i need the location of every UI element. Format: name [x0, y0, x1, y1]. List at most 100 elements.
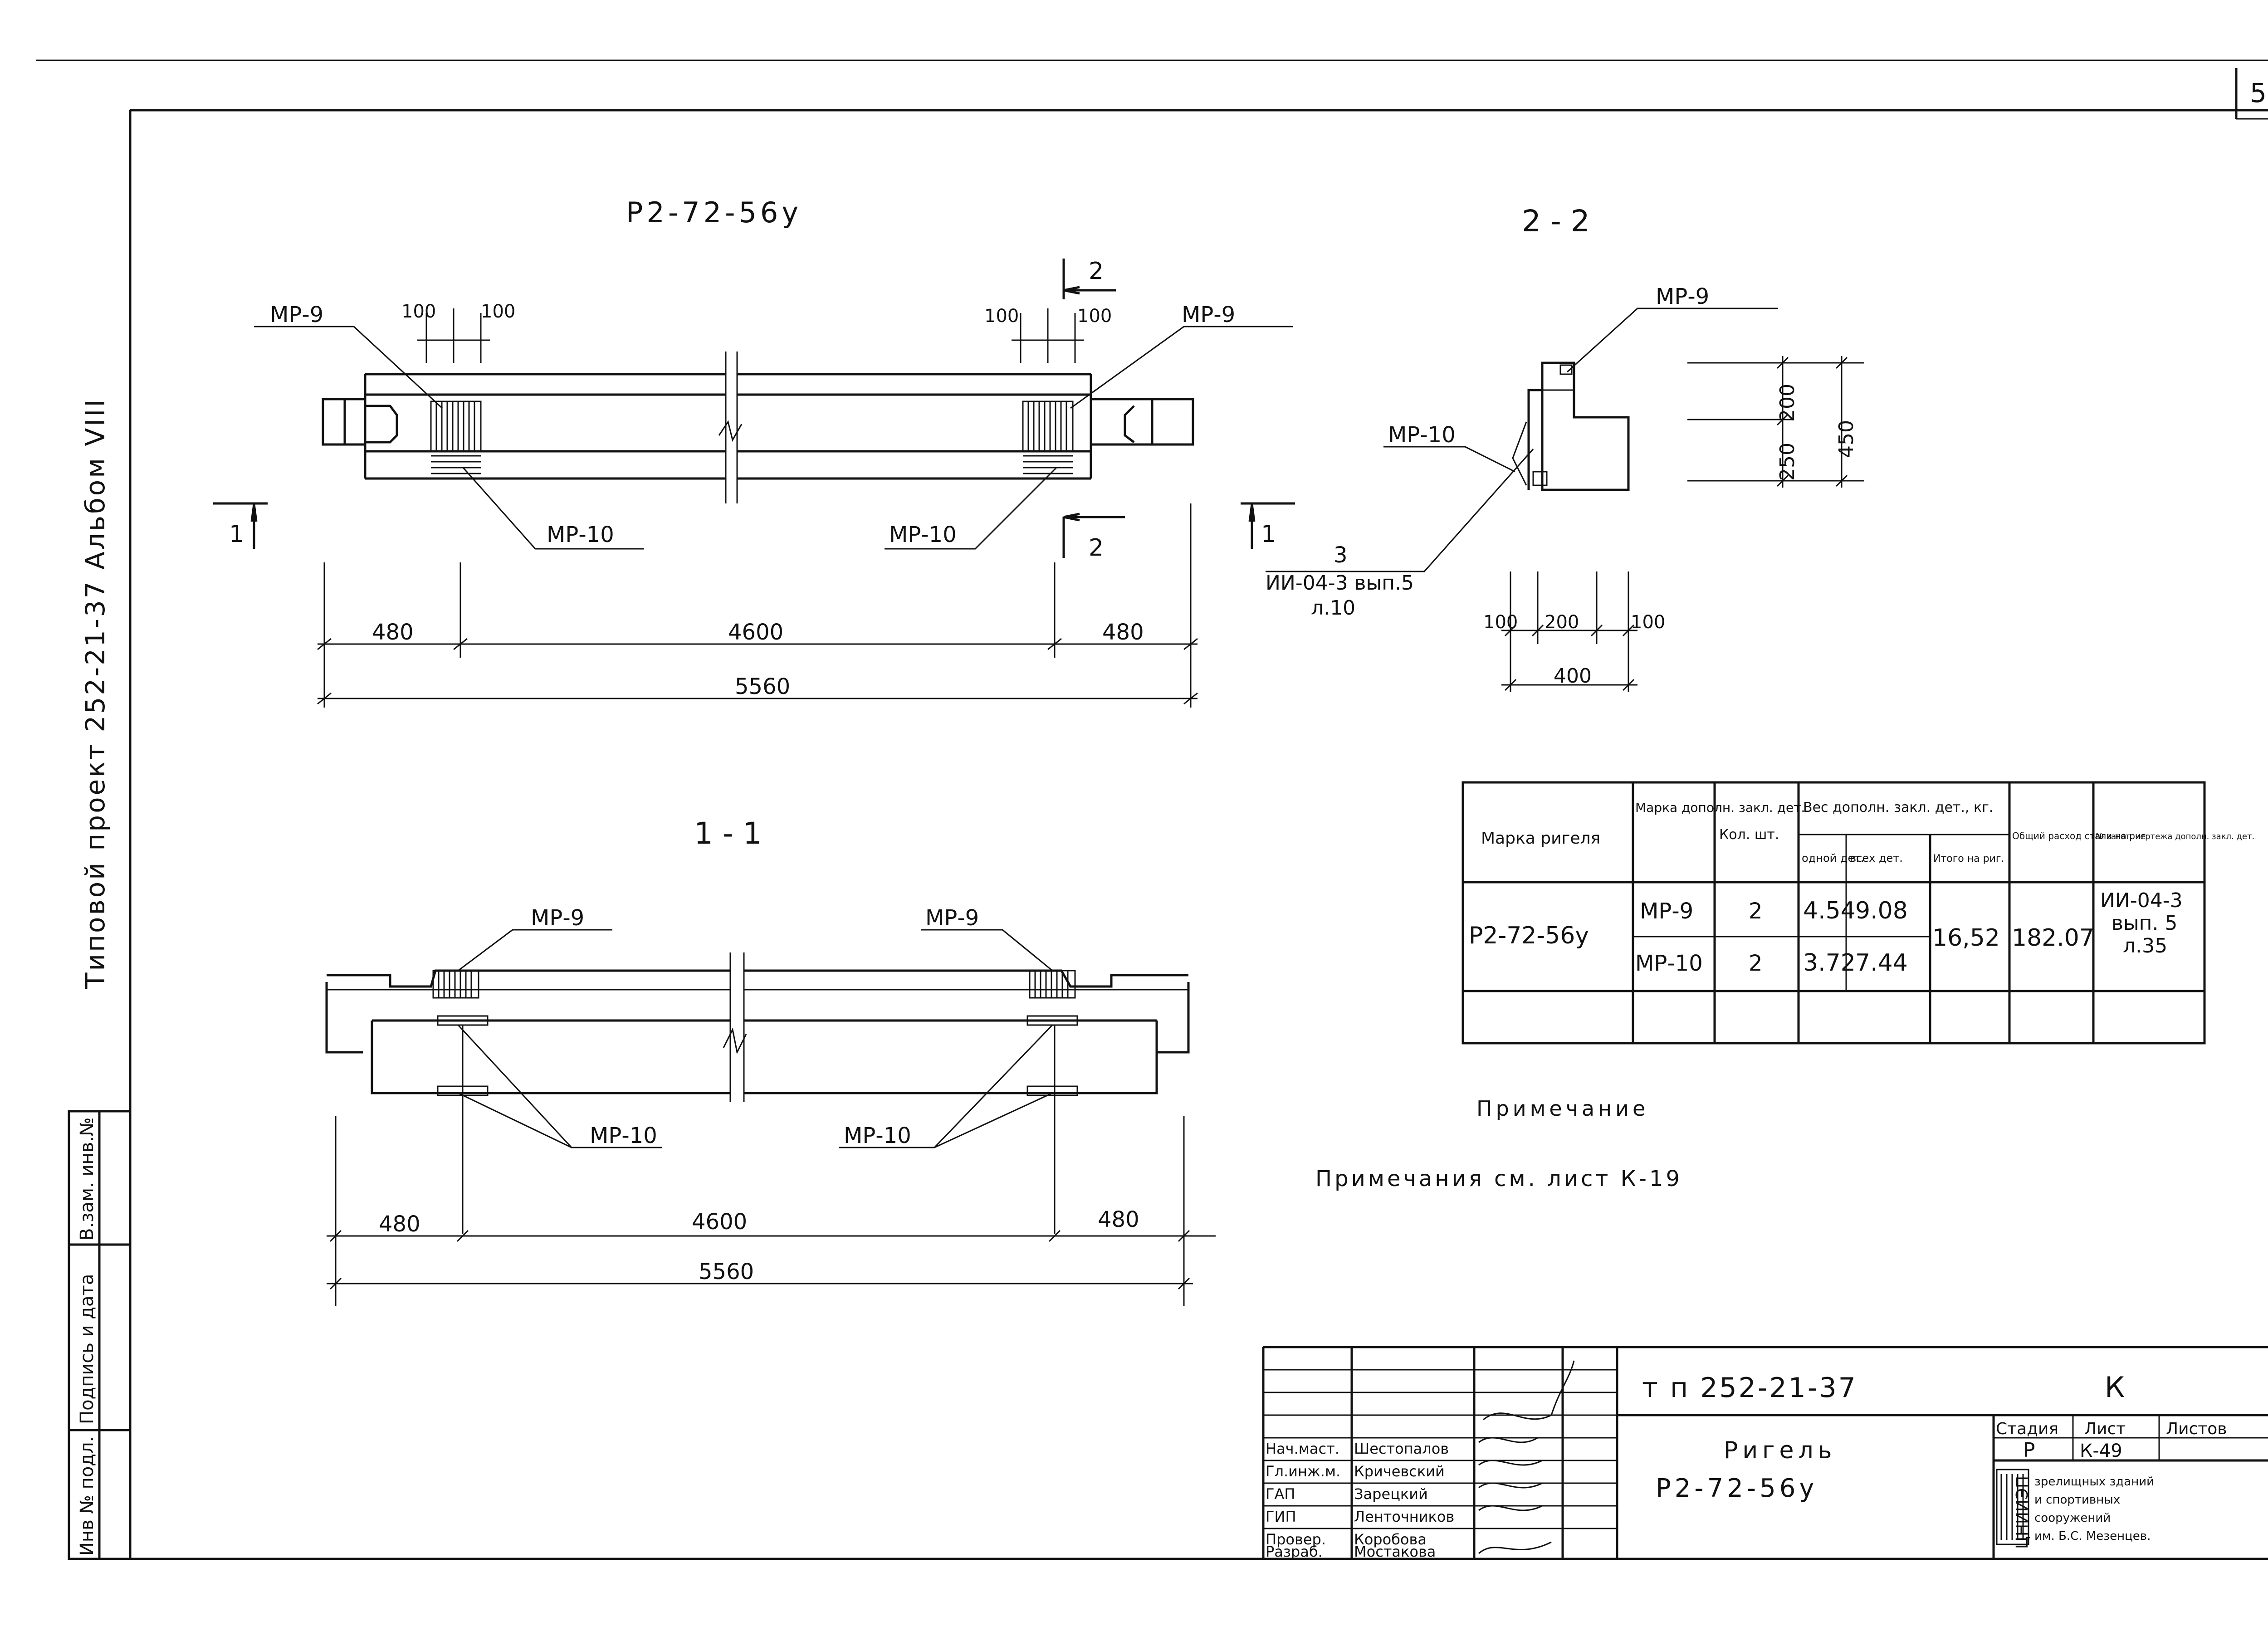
role-1: Нач.маст. — [1266, 1440, 1339, 1457]
plan-title: Р2-72-56у — [626, 196, 802, 229]
spec-h-itogo: Итого на риг. — [1933, 853, 2004, 864]
spec-itogo: 16,52 — [1932, 924, 2000, 952]
spec-h-marka-rigelya: Марка ригеля — [1481, 829, 1600, 848]
plan-mark-mr10-right: МР-10 — [889, 522, 957, 547]
role-5: Провер. — [1266, 1531, 1326, 1548]
plan-dim-100-a: 100 — [401, 301, 436, 322]
plan-dim-100-c: 100 — [984, 306, 1019, 327]
role-6: Разраб. — [1266, 1543, 1323, 1560]
title-object-mark: Р2-72-56у — [1656, 1474, 1818, 1503]
spec-qty-2: 2 — [1749, 951, 1763, 976]
spec-mark-1: МР-9 — [1640, 899, 1693, 924]
section-2-2-title: 2 - 2 — [1522, 204, 1590, 239]
section-1-1-title: 1 - 1 — [694, 816, 762, 851]
spec-chertezh-3: л.35 — [2123, 934, 2167, 957]
plan-section-2-bottom: 2 — [1089, 534, 1104, 562]
name-4: Ленточников — [1354, 1508, 1454, 1525]
spec-one-1: 4.54 — [1803, 897, 1856, 924]
section-1-1-mark-mr9-left: МР-9 — [531, 905, 584, 931]
name-3: Зарецкий — [1354, 1485, 1428, 1503]
stage-header: Стадия — [1996, 1420, 2058, 1438]
spec-rigel: Р2-72-56у — [1469, 922, 1589, 949]
plan-dim-100-b: 100 — [481, 301, 515, 322]
stamp-cell-podpis: Подпись и дата — [77, 1274, 98, 1424]
section-1-1-dim-480-left: 480 — [379, 1211, 420, 1237]
org-name-3: сооружений — [2034, 1511, 2111, 1525]
section-1-1-mark-mr10-right: МР-10 — [844, 1123, 911, 1148]
org-name-4: им. Б.С. Мезенцев. — [2034, 1529, 2151, 1543]
org-name-2: и спортивных — [2034, 1493, 2120, 1507]
spec-h-odnoy: одной дет. — [1802, 852, 1864, 864]
section-1-1-mark-mr9-right: МР-9 — [925, 905, 979, 931]
spec-table — [1461, 781, 2206, 1045]
side-stamp — [68, 1110, 132, 1560]
spec-h-kol: Кол. шт. — [1719, 827, 1779, 843]
section-2-2-ref-series: ИИ-04-3 вып.5 — [1266, 571, 1414, 595]
section-1-1-dim-total: 5560 — [699, 1259, 754, 1284]
org-logo: ЦНИИЭП — [2013, 1476, 2032, 1549]
title-object-name: Ригель — [1724, 1437, 1836, 1464]
sheet-frame — [36, 59, 2268, 1560]
notes-text: Примечания см. лист К-19 — [1315, 1166, 1682, 1192]
name-1: Шестопалов — [1354, 1440, 1449, 1457]
spec-obshchiy: 182.07 — [2012, 924, 2094, 952]
section-2-2-mark-mr10: МР-10 — [1388, 422, 1456, 448]
sheet-value: К-49 — [2080, 1441, 2122, 1461]
section-1-1-drawing — [325, 929, 1216, 1306]
plan-dim-480-right: 480 — [1102, 620, 1144, 645]
section-2-2-drawing — [1266, 308, 1864, 692]
plan-dim-480-left: 480 — [372, 620, 414, 645]
section-1-1-dim-480-right: 480 — [1098, 1207, 1139, 1232]
section-2-2-dim-200: 200 — [1776, 384, 1799, 422]
plan-mark-mr10-left: МР-10 — [547, 522, 614, 547]
spec-h-ves: Вес дополн. закл. дет., кг. — [1803, 800, 1993, 816]
page-number: 5 — [2250, 78, 2267, 108]
title-project-code: т п 252-21-37 — [1642, 1372, 1857, 1404]
spec-mark-2: МР-10 — [1635, 951, 1703, 976]
section-2-2-dim-100-a: 100 — [1483, 612, 1518, 633]
section-1-1-dim-4600: 4600 — [692, 1209, 747, 1235]
spec-qty-1: 2 — [1749, 899, 1763, 924]
notes-heading: Примечание — [1476, 1096, 1649, 1121]
section-2-2-dim-250: 250 — [1776, 443, 1799, 481]
stage-value: Р — [2023, 1439, 2035, 1462]
role-2: Гл.инж.м. — [1266, 1463, 1340, 1480]
section-2-2-dim-100-b: 100 — [1631, 612, 1665, 633]
section-1-1-mark-mr10-left: МР-10 — [590, 1123, 657, 1148]
section-2-2-ref-num: 3 — [1334, 542, 1348, 568]
plan-dim-100-d: 100 — [1077, 306, 1112, 327]
spec-one-2: 3.72 — [1803, 949, 1856, 977]
spec-all-2: 7.44 — [1855, 949, 1908, 977]
plan-dim-total: 5560 — [735, 674, 790, 699]
spec-h-vseh: всех дет. — [1850, 852, 1903, 864]
stamp-cell-inv-podl: Инв № подл. — [77, 1436, 98, 1556]
section-2-2-ref-sheet: л.10 — [1311, 596, 1355, 620]
org-name-1: зрелищных зданий — [2034, 1475, 2154, 1489]
section-2-2-mark-mr9: МР-9 — [1656, 284, 1709, 309]
name-5: Коробова — [1354, 1531, 1427, 1548]
spec-h-obshchiy: Общий расход стали на риг — [2012, 830, 2146, 841]
plan-section-1-right: 1 — [1261, 521, 1276, 548]
plan-mark-mr9-right: МР-9 — [1182, 302, 1235, 327]
spec-all-1: 9.08 — [1855, 897, 1908, 924]
role-4: ГИП — [1266, 1508, 1296, 1525]
plan-mark-mr9-left: МР-9 — [270, 302, 323, 327]
section-2-2-dim-450: 450 — [1835, 420, 1858, 458]
spec-chertezh-2: вып. 5 — [2112, 912, 2177, 935]
signatures — [1478, 1360, 1575, 1554]
sheets-header: Листов — [2166, 1420, 2227, 1438]
role-3: ГАП — [1266, 1485, 1295, 1503]
plan-beam — [213, 259, 1295, 708]
spec-h-marka-dopoln: Марка дополн. закл. дет. — [1635, 800, 1805, 815]
section-2-2-dim-400: 400 — [1554, 664, 1592, 688]
plan-section-1-left: 1 — [229, 521, 244, 548]
vertical-project-title: Типовой проект 252-21-37 Альбом VIII — [80, 398, 111, 989]
name-2: Кричевский — [1354, 1463, 1445, 1480]
plan-section-2-top: 2 — [1089, 258, 1104, 285]
name-6: Мостакова — [1354, 1543, 1436, 1560]
sheet-header: Лист — [2084, 1420, 2126, 1438]
section-2-2-dim-200-b: 200 — [1545, 612, 1579, 633]
title-block — [1262, 1346, 2268, 1559]
stamp-cell-vzam: В.зам. инв.№ — [77, 1117, 98, 1240]
